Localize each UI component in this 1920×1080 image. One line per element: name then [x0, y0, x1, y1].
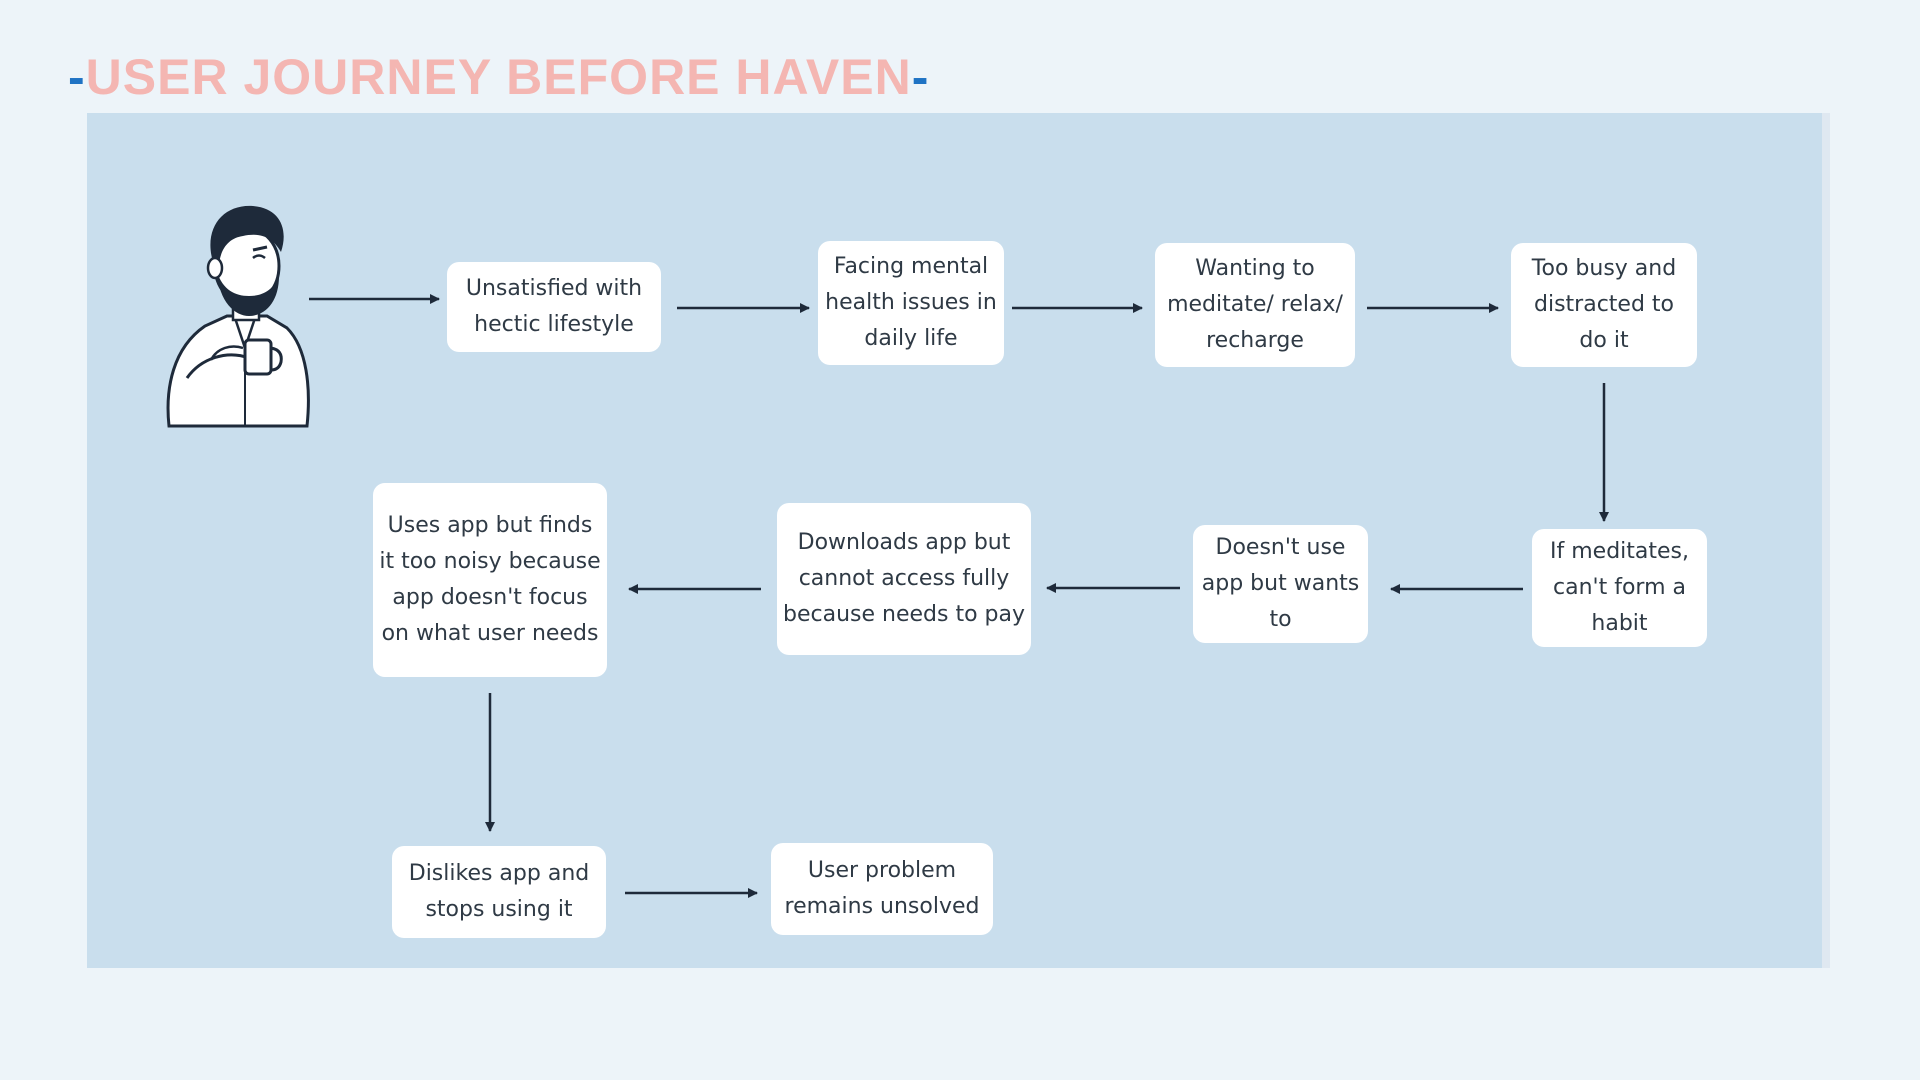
step-wanting-to-meditate: Wanting to meditate/ relax/ recharge	[1155, 243, 1355, 367]
step-uses-app-too-noisy: Uses app but finds it too noisy because …	[373, 483, 607, 677]
step-problem-unsolved: User problem remains unsolved	[771, 843, 993, 935]
man-holding-coffee-mug-icon	[166, 205, 310, 428]
step-too-busy-and-distracted: Too busy and distracted to do it	[1511, 243, 1697, 367]
title-text: USER JOURNEY BEFORE HAVEN	[85, 49, 912, 105]
step-doesnt-use-app: Doesn't use app but wants to	[1193, 525, 1368, 643]
step-dislikes-app: Dislikes app and stops using it	[392, 846, 606, 938]
page-title: -USER JOURNEY BEFORE HAVEN-	[68, 48, 929, 106]
title-dash-left: -	[68, 49, 86, 105]
step-unsatisfied-with-lifestyle: Unsatisfied with hectic lifestyle	[447, 262, 661, 352]
flow-arrows	[309, 294, 1609, 898]
title-dash-right: -	[911, 49, 930, 105]
step-facing-mental-health-issues: Facing mental health issues in daily lif…	[818, 241, 1004, 365]
step-downloads-app-needs-to-pay: Downloads app but cannot access fully be…	[777, 503, 1031, 655]
step-cant-form-habit: If meditates, can't form a habit	[1532, 529, 1707, 647]
journey-diagram-panel: Unsatisfied with hectic lifestyle Facing…	[87, 113, 1830, 968]
